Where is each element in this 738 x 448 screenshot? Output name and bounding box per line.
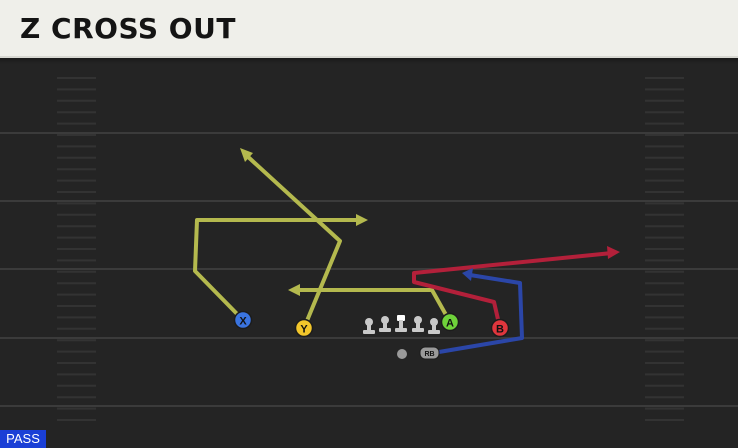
player-rb: RB (419, 346, 440, 360)
player-b-label: B (496, 324, 504, 336)
route-a-arrow (288, 284, 300, 296)
player-x: X (233, 310, 253, 330)
title-bar: Z CROSS OUT (0, 0, 738, 58)
lineman-icon (428, 318, 440, 334)
player-a-label: A (446, 318, 454, 330)
route-y-arrow (240, 148, 253, 162)
lineman-icon (412, 316, 424, 332)
route-b (412, 251, 614, 330)
yard-lines (0, 132, 738, 407)
player-a: A (440, 312, 460, 332)
route-b-arrow (607, 246, 620, 259)
player-y: Y (294, 318, 314, 338)
player-x-label: X (239, 316, 247, 328)
lineman-icon (379, 316, 391, 332)
route-a (295, 288, 452, 324)
player-b: B (490, 318, 510, 338)
lineman-icon (363, 318, 375, 334)
play-title: Z CROSS OUT (20, 12, 236, 45)
route-x (193, 218, 362, 322)
route-y (244, 153, 342, 330)
player-y-label: Y (300, 324, 308, 336)
route-x-arrow (356, 214, 368, 226)
play-type-badge: PASS (0, 430, 46, 448)
title-shadow (0, 58, 738, 64)
route-rb-arrow (462, 268, 473, 281)
center-icon (395, 315, 407, 332)
hash-marks (57, 77, 684, 421)
offensive-line (363, 315, 440, 334)
quarterback-marker (397, 349, 407, 359)
player-rb-label: RB (424, 351, 434, 358)
route-rb (431, 273, 524, 355)
